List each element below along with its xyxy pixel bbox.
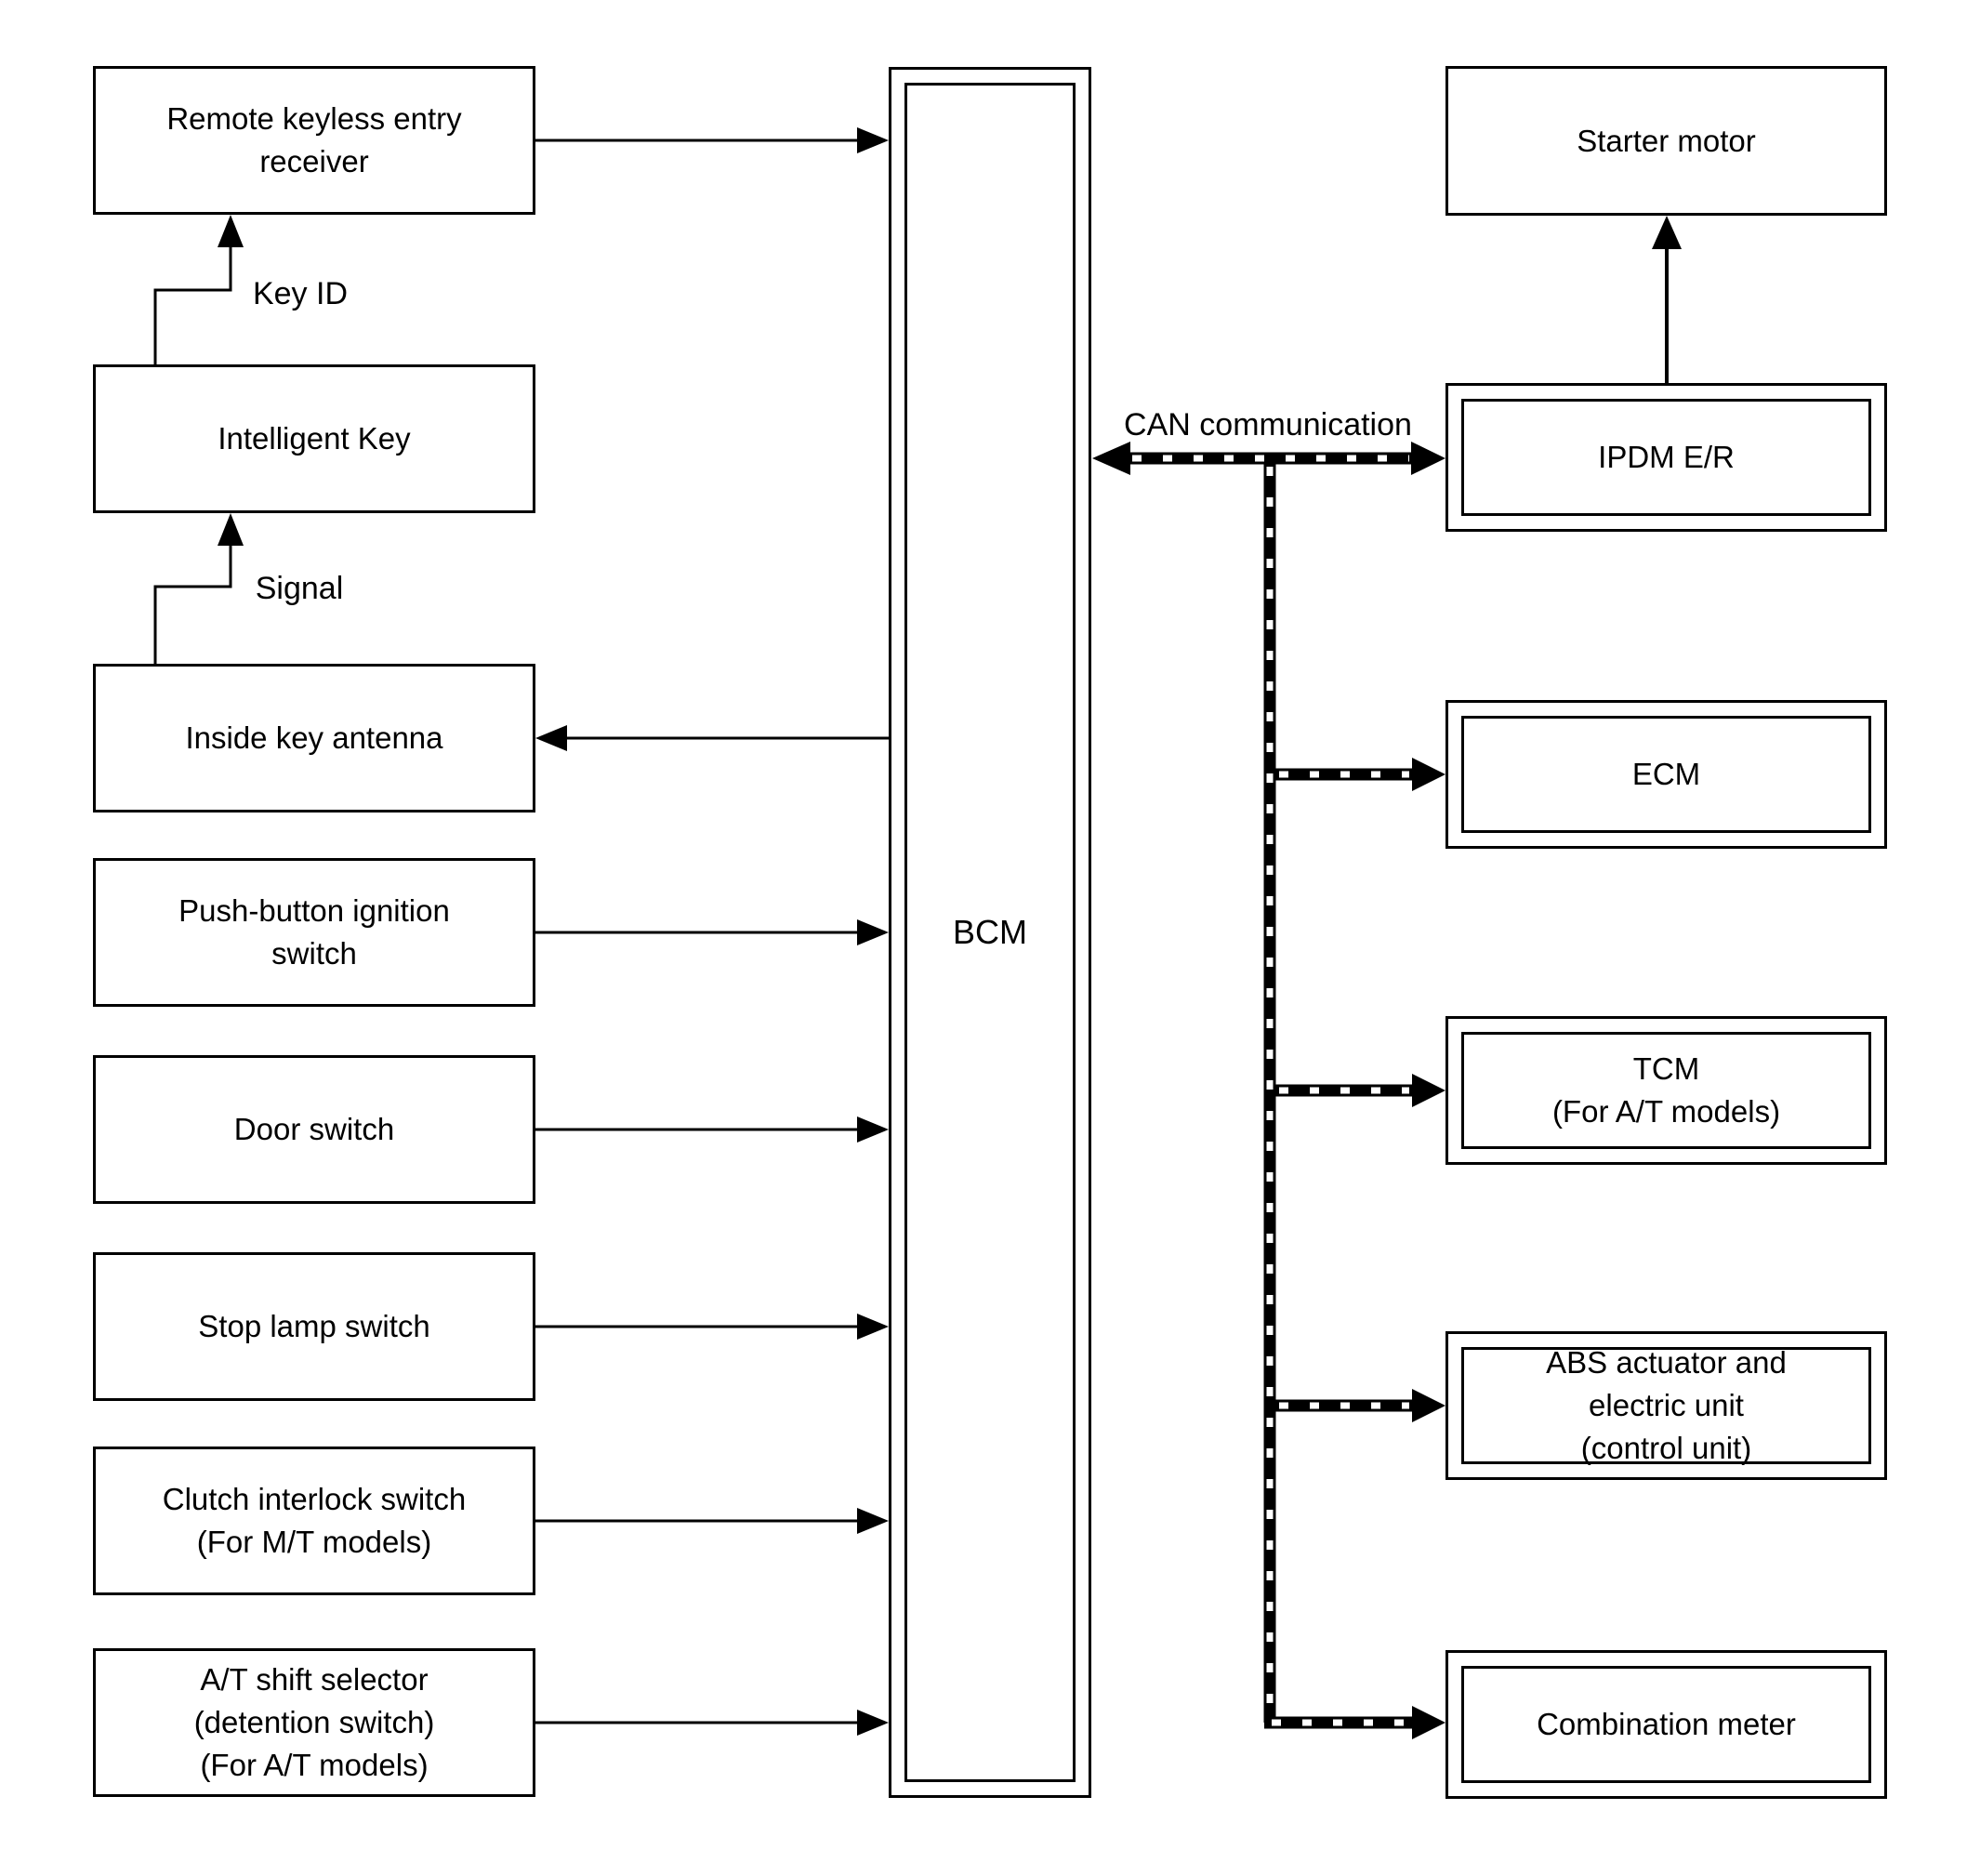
can-arrowhead-to-ipdm-icon bbox=[1411, 442, 1445, 475]
box-clutch-interlock-switch: Clutch interlock switch (For M/T models) bbox=[93, 1447, 535, 1595]
box-stop-lamp-switch: Stop lamp switch bbox=[93, 1252, 535, 1401]
box-label: Remote keyless entry bbox=[166, 101, 462, 136]
can-bus bbox=[1092, 442, 1445, 1739]
can-bus-white-dashes bbox=[1132, 455, 1409, 1726]
box-ecm: ECM bbox=[1445, 700, 1887, 849]
box-combination-meter: Combination meter bbox=[1445, 1650, 1887, 1799]
box-label: BCM bbox=[953, 913, 1027, 951]
can-arrowhead-to-tcm-icon bbox=[1412, 1074, 1445, 1107]
arrowhead-bcm-to-inside-key-antenna-icon bbox=[535, 725, 567, 751]
box-label: Stop lamp switch bbox=[198, 1309, 430, 1343]
arrowhead-stop-lamp-to-bcm-icon bbox=[857, 1314, 889, 1340]
box-inside-key-antenna: Inside key antenna bbox=[93, 664, 535, 812]
box-starter-motor: Starter motor bbox=[1445, 66, 1887, 216]
box-label: (For M/T models) bbox=[196, 1525, 432, 1559]
box-label: (detention switch) bbox=[193, 1705, 435, 1739]
key-id-label: Key ID bbox=[252, 276, 349, 311]
box-label: (For A/T models) bbox=[1551, 1094, 1781, 1129]
box-label: Combination meter bbox=[1537, 1707, 1796, 1741]
arrowhead-ipdm-to-starter-motor-icon bbox=[1652, 216, 1682, 249]
wire-antenna-to-intelligent-key bbox=[153, 546, 232, 664]
box-label: IPDM E/R bbox=[1598, 440, 1735, 474]
box-label: Starter motor bbox=[1577, 123, 1756, 158]
box-tcm-inner-frame: TCM (For A/T models) bbox=[1461, 1032, 1871, 1149]
arrowhead-clutch-interlock-to-bcm-icon bbox=[857, 1508, 889, 1534]
wire-intelligent-key-to-receiver bbox=[153, 247, 232, 364]
can-arrowhead-to-abs-icon bbox=[1412, 1389, 1445, 1422]
arrowhead-push-button-to-bcm-icon bbox=[857, 919, 889, 945]
box-label: ECM bbox=[1631, 757, 1701, 791]
arrowhead-intelligent-key-to-receiver-icon bbox=[218, 215, 244, 247]
box-label: Intelligent Key bbox=[218, 421, 411, 456]
can-bus-black bbox=[1129, 452, 1414, 1729]
box-abs-actuator: ABS actuator and electric unit (control … bbox=[1445, 1331, 1887, 1480]
box-bcm: BCM bbox=[889, 67, 1091, 1798]
box-label: electric unit bbox=[1589, 1388, 1744, 1422]
can-communication-label: CAN communication bbox=[1124, 407, 1412, 443]
box-bcm-inner-frame: BCM bbox=[904, 83, 1076, 1782]
box-ecm-inner-frame: ECM bbox=[1461, 716, 1871, 833]
arrowhead-door-switch-to-bcm-icon bbox=[857, 1116, 889, 1143]
box-combination-meter-inner-frame: Combination meter bbox=[1461, 1666, 1871, 1783]
box-ipdm-er: IPDM E/R bbox=[1445, 383, 1887, 532]
arrowhead-at-shift-selector-to-bcm-icon bbox=[857, 1710, 889, 1736]
signal-label: Signal bbox=[255, 571, 344, 606]
signal-wires bbox=[153, 127, 1682, 1736]
box-label: (control unit) bbox=[1580, 1431, 1752, 1465]
can-arrowhead-to-ecm-icon bbox=[1412, 758, 1445, 791]
box-intelligent-key: Intelligent Key bbox=[93, 364, 535, 513]
box-remote-keyless-entry-receiver: Remote keyless entry receiver bbox=[93, 66, 535, 215]
box-label: Door switch bbox=[233, 1112, 395, 1146]
box-label: Clutch interlock switch bbox=[162, 1482, 467, 1516]
can-arrowhead-to-bcm-icon bbox=[1092, 442, 1130, 475]
box-label: switch bbox=[271, 936, 357, 971]
box-label: Inside key antenna bbox=[185, 720, 443, 755]
box-push-button-ignition-switch: Push-button ignition switch bbox=[93, 858, 535, 1007]
box-label: A/T shift selector bbox=[200, 1662, 429, 1697]
can-arrowheads bbox=[1092, 442, 1445, 1739]
box-abs-actuator-inner-frame: ABS actuator and electric unit (control … bbox=[1461, 1345, 1871, 1465]
can-arrowhead-to-combination-meter-icon bbox=[1412, 1706, 1445, 1739]
arrowhead-antenna-to-intelligent-key-icon bbox=[218, 513, 244, 546]
box-label: (For A/T models) bbox=[200, 1748, 429, 1782]
box-label: Push-button ignition bbox=[178, 893, 450, 928]
box-ipdm-er-inner-frame: IPDM E/R bbox=[1461, 399, 1871, 516]
box-label: receiver bbox=[259, 144, 369, 178]
box-label: TCM bbox=[1632, 1051, 1700, 1086]
box-label: ABS actuator and bbox=[1546, 1345, 1787, 1380]
box-door-switch: Door switch bbox=[93, 1055, 535, 1204]
box-at-shift-selector: A/T shift selector (detention switch) (F… bbox=[93, 1648, 535, 1797]
arrowhead-remote-keyless-to-bcm-icon bbox=[857, 127, 889, 153]
box-tcm: TCM (For A/T models) bbox=[1445, 1016, 1887, 1165]
